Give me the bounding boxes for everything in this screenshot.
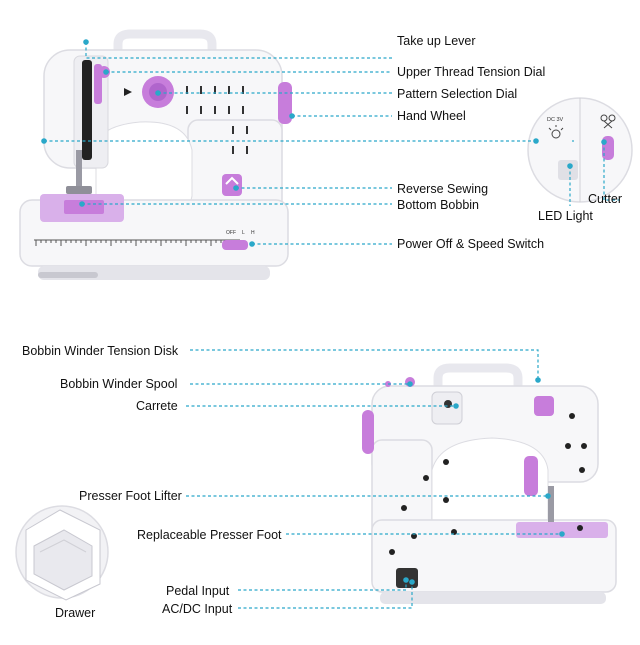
label-replaceable-presser-foot: Replaceable Presser Foot: [137, 528, 282, 542]
take-up-lever-slot: [82, 60, 92, 160]
label-pedal-input: Pedal Input: [166, 584, 230, 598]
led-voltage-marking: DC 3V: [547, 117, 564, 123]
label-power-off-speed-switch: Power Off & Speed Switch: [397, 237, 545, 251]
side-machine: [362, 363, 617, 604]
throat-opening-side: [431, 437, 549, 521]
side-reverse-part: [534, 396, 554, 416]
screw-dots: [389, 413, 587, 555]
spool-holder: [431, 391, 463, 425]
front-machine: OFF L H: [19, 29, 292, 280]
label-bottom-bobbin: Bottom Bobbin: [397, 198, 479, 212]
carry-handle-side: [433, 363, 523, 397]
label-presser-foot-lifter: Presser Foot Lifter: [79, 489, 182, 503]
side-hand-wheel: [362, 410, 374, 454]
base-shadow-side: [380, 592, 606, 604]
stitch-pattern-chart: [186, 86, 248, 154]
label-pattern-selection-dial: Pattern Selection Dial: [397, 87, 518, 101]
label-led-light: LED Light: [538, 209, 593, 223]
scissors-icon: [600, 114, 616, 129]
presser-foot-front: [66, 186, 92, 194]
pattern-arrow-icon: [124, 88, 132, 96]
needle-bar: [76, 150, 82, 190]
switch-off-marking: OFF: [226, 230, 236, 236]
switch-low-marking: L: [242, 230, 245, 236]
led-cutter-zoom: DC 3V: [527, 97, 633, 203]
carry-handle-front: [113, 29, 217, 61]
label-carrete: Carrete: [136, 399, 178, 413]
switch-high-marking: H: [251, 230, 255, 236]
label-ac-dc-input: AC/DC Input: [162, 602, 233, 616]
label-reverse-sewing: Reverse Sewing: [397, 182, 489, 196]
label-upper-thread-tension-dial: Upper Thread Tension Dial: [397, 65, 546, 79]
label-take-up-lever: Take up Lever: [397, 34, 476, 48]
label-cutter: Cutter: [588, 192, 623, 206]
label-bobbin-winder-tension-disk: Bobbin Winder Tension Disk: [22, 344, 179, 358]
side-thread-guide: [524, 456, 538, 496]
label-bobbin-winder-spool: Bobbin Winder Spool: [60, 377, 178, 391]
power-switch: [222, 240, 248, 250]
label-drawer: Drawer: [55, 606, 96, 620]
sun-icon: [548, 125, 564, 139]
label-hand-wheel: Hand Wheel: [397, 109, 466, 123]
leader-end-dots: [41, 39, 607, 585]
drawer-zoom: [15, 505, 109, 601]
led-light-part: [558, 160, 578, 180]
leader-lines: [44, 42, 620, 609]
side-presser-foot: [548, 486, 554, 526]
